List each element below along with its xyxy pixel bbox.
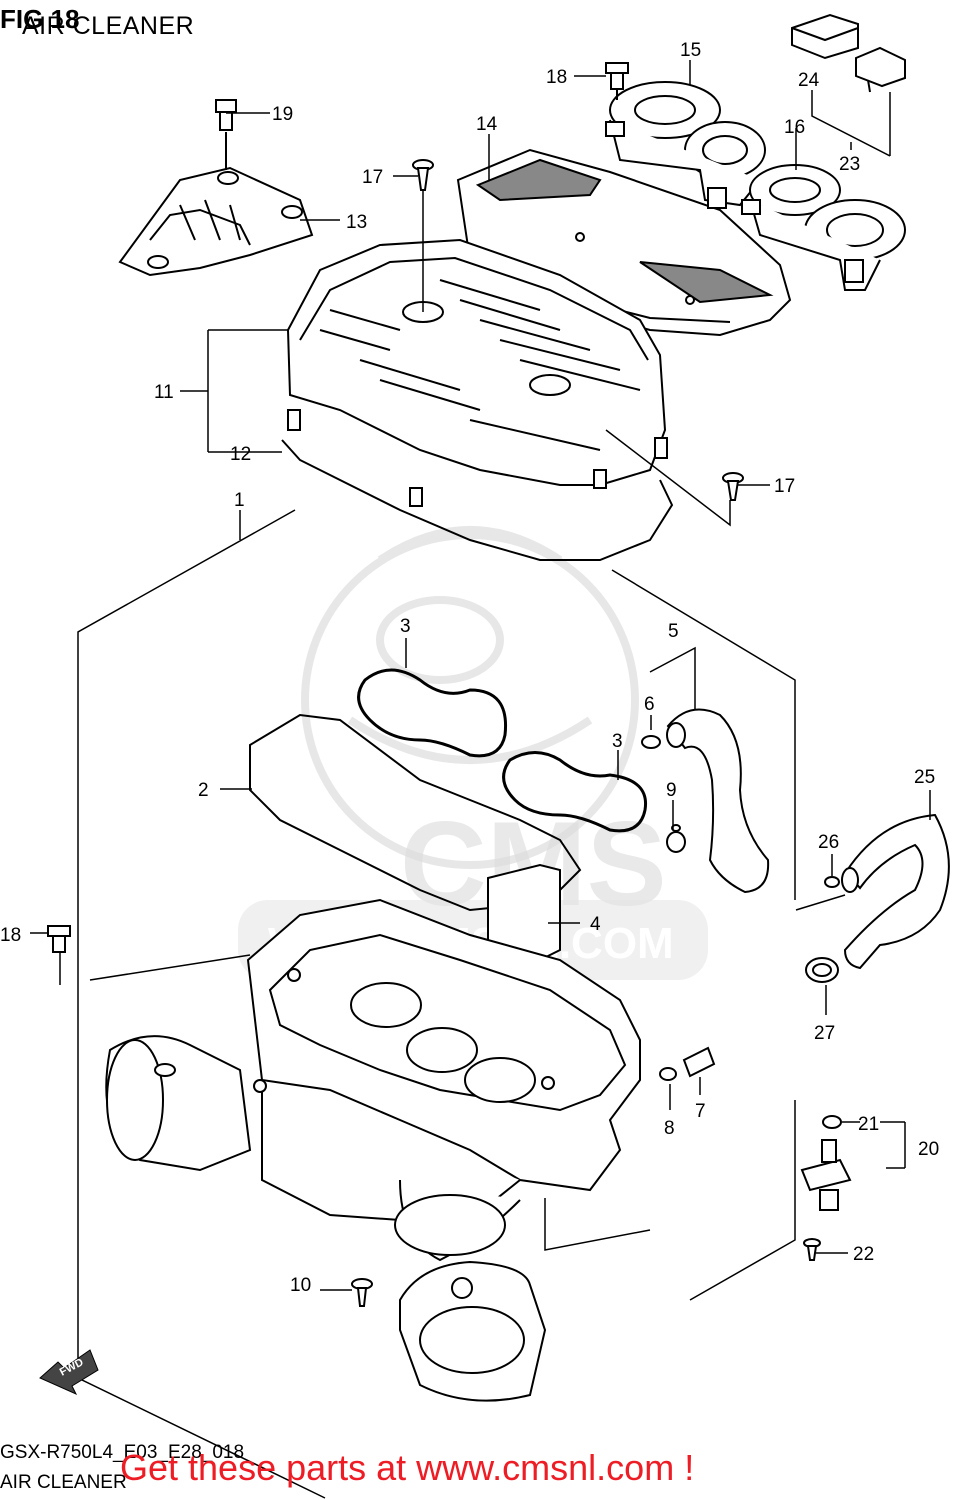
callout-4: 4 — [590, 914, 601, 935]
cover-ribs — [319, 279, 641, 451]
part-7-cap — [682, 1046, 716, 1078]
callout-9: 9 — [666, 780, 677, 801]
callout-22: 22 — [853, 1244, 874, 1265]
part-22-screw — [803, 1238, 821, 1261]
air-cleaner-box — [246, 898, 641, 1262]
part-9-clip — [666, 824, 686, 853]
callout-2: 2 — [198, 780, 209, 801]
callout-20: 20 — [918, 1139, 939, 1160]
part-11-air-cleaner-cover — [286, 238, 668, 507]
callout-1: 1 — [234, 490, 245, 511]
callout-16: 16 — [784, 117, 805, 138]
bottom-duct-cover — [399, 1260, 547, 1402]
callout-23: 23 — [839, 154, 860, 175]
footer-section-name: AIR CLEANER — [0, 1472, 127, 1493]
callout-12: 12 — [230, 444, 251, 465]
callout-10: 10 — [290, 1275, 311, 1296]
callout-labels: 19 13 17 14 18 15 24 16 23 11 12 17 1 3 … — [0, 40, 939, 1296]
part-16-velocity-stack — [741, 164, 906, 291]
figure-subtitle: AIR CLEANER — [22, 12, 195, 40]
callout-26: 26 — [818, 832, 839, 853]
part-18-bolt-top — [605, 62, 629, 100]
part-21-o-ring — [822, 1115, 842, 1129]
part-1-intake-duct — [105, 1035, 252, 1172]
part-6-clip — [641, 735, 661, 749]
part-5-hose — [666, 708, 770, 894]
callout-13: 13 — [346, 212, 367, 233]
forward-arrow-icon: FWD — [39, 1349, 99, 1396]
callout-8: 8 — [664, 1118, 675, 1139]
part-24-connector — [791, 13, 859, 60]
callout-3-right: 3 — [612, 731, 623, 752]
callout-18-left: 18 — [0, 925, 21, 946]
callout-21: 21 — [858, 1114, 879, 1135]
part-13-bracket — [118, 166, 314, 277]
callout-17-top: 17 — [362, 167, 383, 188]
part-8-clip — [659, 1067, 677, 1081]
part-3-o-ring-left — [357, 668, 508, 758]
part-18-bolt-left — [47, 925, 71, 953]
part-3-o-ring-right — [502, 751, 648, 833]
part-27-clamp — [805, 957, 839, 983]
figure-label: FIG 18 — [0, 4, 80, 34]
callout-6: 6 — [644, 694, 655, 715]
part-17-screw-top — [412, 159, 434, 191]
callout-14: 14 — [476, 114, 498, 135]
callout-11: 11 — [154, 382, 174, 403]
part-12-cover-gasket — [281, 439, 674, 561]
part-23-sensor — [855, 46, 906, 93]
part-26-clip — [824, 876, 840, 888]
leader-lines — [30, 60, 931, 1291]
part-15-velocity-stack — [605, 81, 766, 209]
part-1-assembly-frame — [77, 509, 796, 1499]
callout-3-left: 3 — [400, 616, 411, 637]
callout-7: 7 — [695, 1101, 706, 1122]
part-25-hose — [841, 813, 950, 970]
callout-18-top: 18 — [546, 67, 567, 88]
promo-link[interactable]: Get these parts at www.cmsnl.com ! — [120, 1447, 695, 1488]
part-19-bolt — [215, 99, 237, 170]
part-10-fastener — [351, 1278, 373, 1307]
callout-19: 19 — [272, 104, 293, 125]
cms-watermark — [301, 526, 639, 869]
model-code: GSX-R750L4_E03_E28_018 — [0, 1442, 245, 1463]
callout-25: 25 — [914, 767, 935, 788]
callout-24: 24 — [798, 70, 820, 91]
bottom-duct — [394, 1194, 506, 1256]
part-2-main-gasket — [249, 713, 582, 912]
part-20-sensor — [800, 1139, 852, 1211]
callout-15: 15 — [680, 40, 701, 61]
callout-17-right: 17 — [774, 476, 795, 497]
callout-27: 27 — [814, 1023, 835, 1044]
callout-5: 5 — [668, 621, 679, 642]
part-17-screw-right — [722, 472, 744, 501]
